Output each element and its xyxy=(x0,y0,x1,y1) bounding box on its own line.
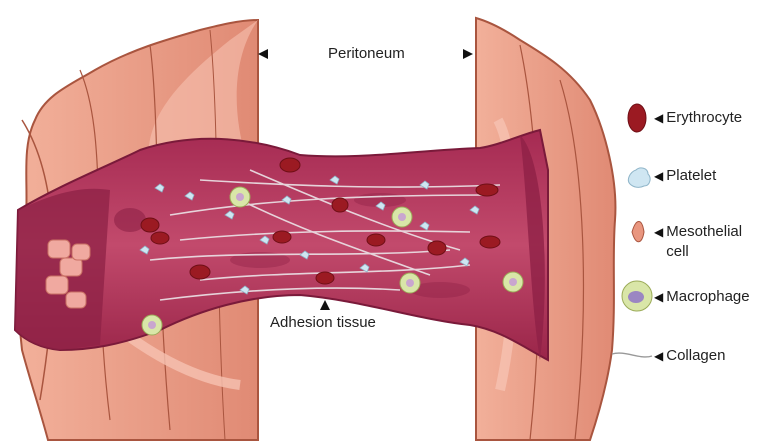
peritoneum-arrow-left xyxy=(258,49,268,59)
erythrocyte-icon xyxy=(628,104,646,132)
legend-arrow-icon: ◀ xyxy=(654,346,663,366)
legend-label: Macrophage xyxy=(666,287,749,307)
legend-item-macrophage: ◀ Macrophage xyxy=(654,287,750,307)
legend-label: Collagen xyxy=(666,346,725,366)
legend-icons xyxy=(612,104,652,357)
platelet-icon xyxy=(628,168,650,187)
mesothelial-cell-icon xyxy=(632,222,644,242)
legend-item-erythrocyte: ◀ Erythrocyte xyxy=(654,108,742,128)
adhesion-tissue-label: Adhesion tissue xyxy=(270,314,376,331)
legend-arrow-icon: ◀ xyxy=(654,287,663,307)
peritoneum-label: Peritoneum xyxy=(328,45,405,62)
legend-label: Erythrocyte xyxy=(666,108,742,128)
legend-item-collagen: ◀ Collagen xyxy=(654,346,725,366)
legend-item-platelet: ◀ Platelet xyxy=(654,166,716,186)
legend-arrow-icon: ◀ xyxy=(654,222,663,242)
macrophage-icon xyxy=(622,281,652,311)
peritoneum-arrow-right xyxy=(463,49,473,59)
legend-arrow-icon: ◀ xyxy=(654,166,663,186)
adhesion-arrow xyxy=(320,300,330,310)
collagen-icon xyxy=(612,353,652,357)
legend-label: Platelet xyxy=(666,166,716,186)
legend-arrow-icon: ◀ xyxy=(654,108,663,128)
